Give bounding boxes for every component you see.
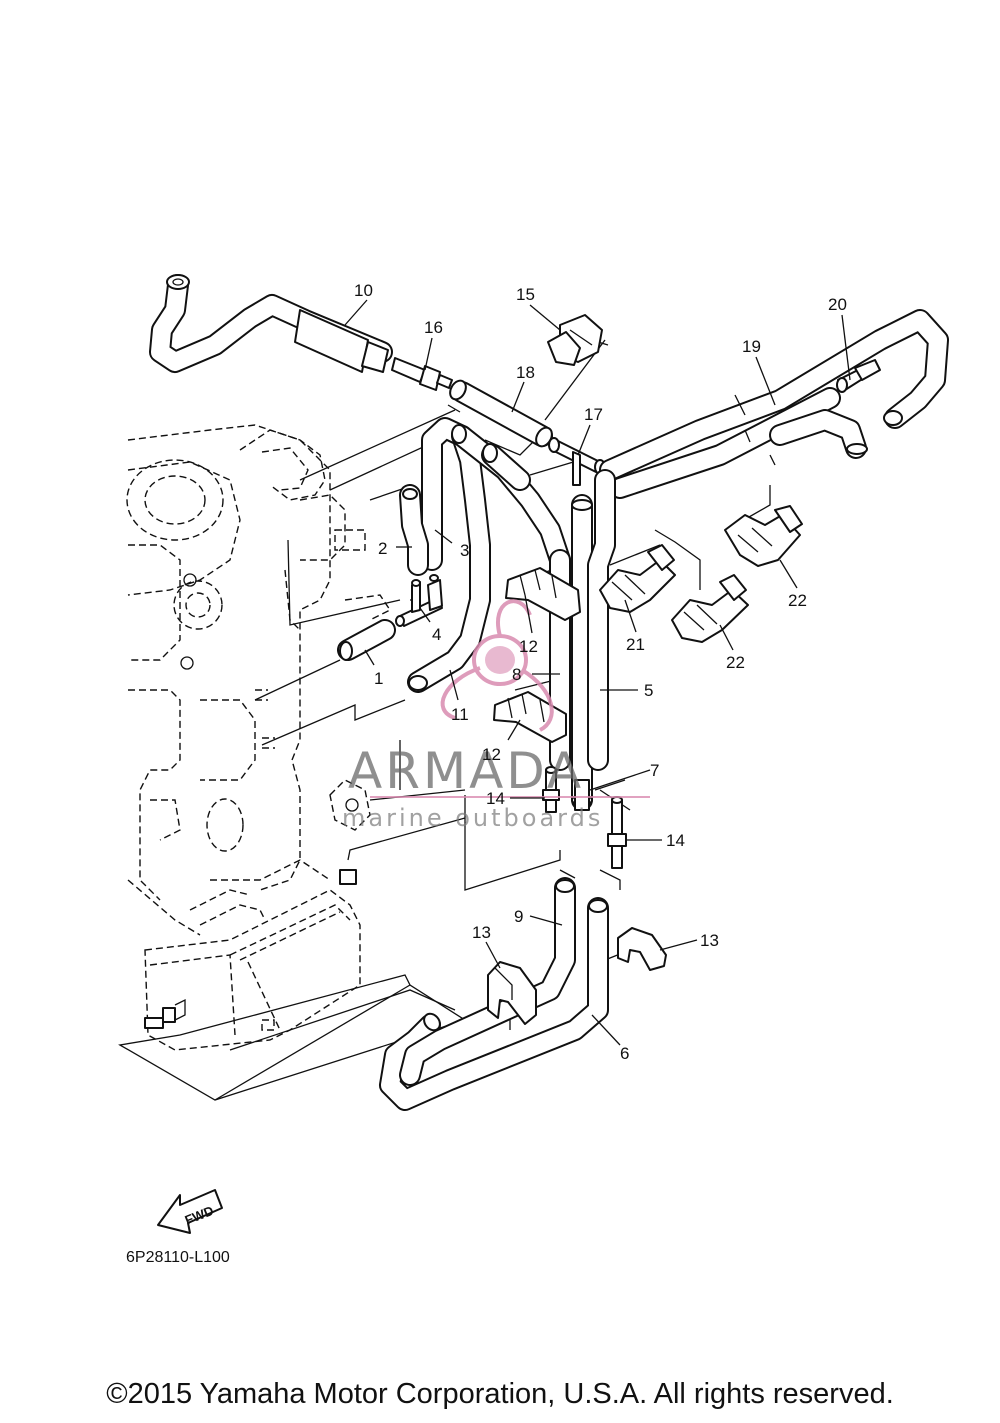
callout-15: 15 [516,285,535,304]
armada-tagline: marine outboards [342,804,603,832]
callout-14-right: 14 [666,831,685,850]
callout-19: 19 [742,337,761,356]
part-5-hose [571,469,616,811]
callout-12-lower: 12 [482,745,501,764]
part-19-hose [599,309,949,499]
part-13-clip-right [617,927,667,971]
callout-21: 21 [626,635,645,654]
canister-assembly [144,859,361,1051]
callout-17: 17 [584,405,603,424]
part-3-hose [407,417,491,693]
engine-block-outline [126,424,392,936]
part-11-hose [451,424,571,571]
callout-6: 6 [620,1044,629,1063]
callout-2: 2 [378,539,387,558]
callout-5: 5 [644,681,653,700]
callout-3: 3 [460,541,469,560]
part-15-clip [547,314,603,366]
callout-13-left: 13 [472,923,491,942]
callout-1: 1 [374,669,383,688]
part-12-clip-upper [505,567,581,621]
callout-8: 8 [512,665,521,684]
callout-22-lower: 22 [726,653,745,672]
part-10-hose [149,274,393,373]
part-4-joint [395,574,443,627]
callout-22-upper: 22 [788,591,807,610]
part-7-joint [574,779,590,811]
callout-14-left: 14 [486,789,505,808]
part-22-clip-lower [671,574,749,643]
assembly-guide-lines [118,334,771,1101]
callout-18: 18 [516,363,535,382]
part-12-clip-lower [493,691,567,743]
part-13-clip-left [487,961,537,1025]
part-16-joint [391,357,453,391]
drawing-code: 6P28110-L100 [126,1249,230,1266]
leader-lines [344,299,851,1046]
callout-12-upper: 12 [519,637,538,656]
armada-wordmark: ARMADA [348,742,584,800]
copyright-notice: ©2015 Yamaha Motor Corporation, U.S.A. A… [106,1378,894,1410]
armada-logo: ARMADA marine outboards [342,599,650,832]
callout-9: 9 [514,907,523,926]
part-1-hose [337,619,396,661]
callout-20: 20 [828,295,847,314]
part-14-joint-right [607,796,627,869]
callout-labels: 10 16 15 18 17 19 20 2 3 4 1 11 12 8 5 1… [354,281,847,1063]
callout-13-right: 13 [700,931,719,950]
part-22-clip-upper [724,505,803,567]
part-6-hose [379,897,609,1111]
callout-10: 10 [354,281,373,300]
part-20-joint [836,359,881,393]
part-2-hose [399,484,429,576]
callout-16: 16 [424,318,443,337]
callout-11: 11 [451,705,469,724]
callout-7: 7 [650,761,659,780]
part-21-clip [599,544,676,613]
part-14-joint-left [542,766,560,813]
fwd-arrow-icon: FWD [157,1189,223,1234]
callout-4: 4 [432,625,441,644]
part-17-joint [548,437,606,486]
